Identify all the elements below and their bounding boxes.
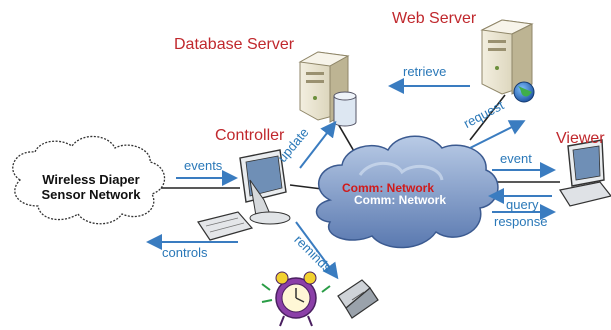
arrow-update (299, 120, 337, 169)
node-label-controller: Controller (215, 127, 285, 144)
node-label-database-server: Database Server (174, 36, 295, 53)
arrow-reminds (295, 221, 339, 280)
node-label-network-red: Comm: Network (342, 181, 435, 195)
edge-label-controls: controls (162, 245, 208, 260)
globe-icon (513, 81, 535, 103)
keyboard-icon (197, 211, 254, 241)
sensor-network-cloud (12, 135, 166, 225)
computer-icon (239, 149, 291, 225)
sensor-network-line2: Sensor Network (41, 187, 141, 202)
node-label-web-server: Web Server (392, 10, 477, 27)
arrow-request (469, 120, 526, 149)
edge-label-query: query (506, 197, 539, 212)
line-web-network (469, 94, 506, 141)
flow-arrows (146, 78, 556, 280)
edge-label-events: events (184, 158, 223, 173)
phone-icon (337, 279, 379, 319)
edge-label-response: response (494, 214, 548, 229)
database-icon (333, 91, 357, 127)
sensor-network-line1: Wireless Diaper (42, 172, 140, 187)
edge-label-retrieve: retrieve (403, 64, 447, 79)
node-label-network-white: Comm: Network (354, 193, 447, 207)
server-icon (480, 19, 534, 95)
laptop-icon (559, 139, 611, 207)
node-label-viewer: Viewer (556, 130, 605, 147)
alarm-clock-icon (261, 271, 331, 327)
edge-label-event: event (500, 151, 532, 166)
node-label-sensor-network: Wireless Diaper Sensor Network (36, 172, 146, 202)
